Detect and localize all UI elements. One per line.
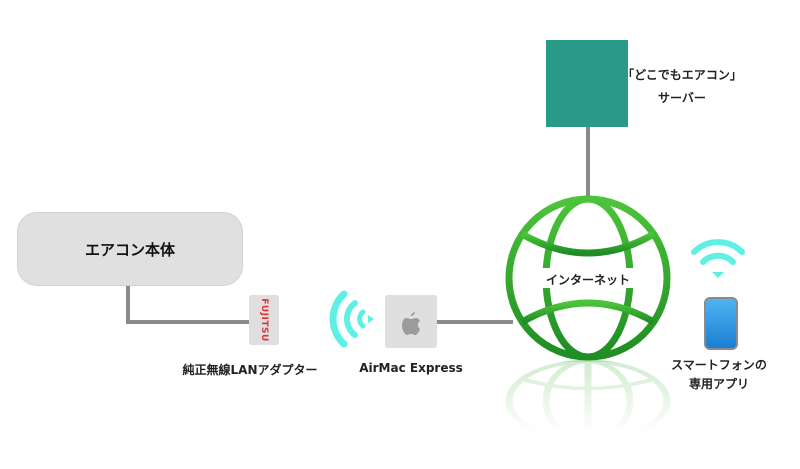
smartphone-icon xyxy=(704,297,738,350)
server-label-2: サーバー xyxy=(658,91,706,105)
internet-label: インターネット xyxy=(545,273,631,287)
smartphone-label-1: スマートフォンの xyxy=(671,358,767,372)
internet-globe-icon xyxy=(500,195,680,452)
fujitsu-logo: FUJITSU xyxy=(259,298,269,342)
aircon-adapter-line xyxy=(126,320,250,324)
fujitsu-adapter: FUJITSU xyxy=(249,295,279,345)
wifi-signal-icon xyxy=(329,290,374,348)
aircon-connector-line xyxy=(126,284,130,324)
aircon-unit: エアコン本体 xyxy=(17,212,243,286)
adapter-label: 純正無線LANアダプター xyxy=(182,363,318,377)
airmac-label: AirMac Express xyxy=(359,361,463,375)
airmac-internet-line xyxy=(437,320,513,324)
server-label-1: 「どこでもエアコン」 xyxy=(622,68,742,82)
phone-wifi-icon xyxy=(691,239,745,278)
server-box xyxy=(546,40,628,127)
airmac-express-device xyxy=(385,295,437,348)
smartphone-label-2: 専用アプリ xyxy=(688,377,750,391)
apple-logo-icon xyxy=(402,312,420,335)
aircon-label: エアコン本体 xyxy=(84,240,175,259)
server-connector-line xyxy=(586,127,590,200)
